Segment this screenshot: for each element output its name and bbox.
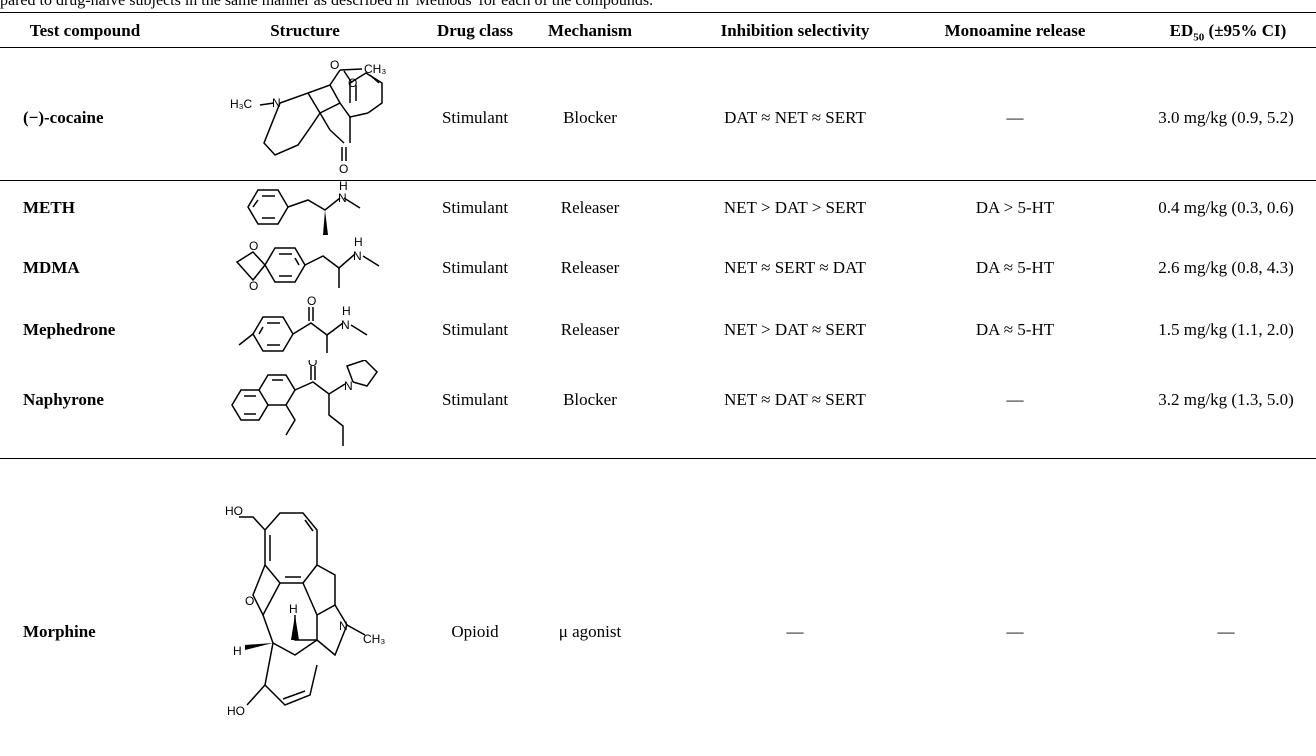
drug-class: Stimulant — [441, 198, 509, 217]
amine-n-label: N — [344, 379, 353, 393]
monoamine-release: — — [1006, 108, 1024, 127]
table-top-rule — [0, 12, 1316, 13]
ed50-value: 0.4 mg/kg (0.3, 0.6) — [1158, 198, 1294, 217]
compound-name: METH — [23, 198, 75, 217]
compound-name: Naphyrone — [23, 390, 104, 409]
mechanism: Blocker — [563, 390, 617, 409]
row-rule — [0, 180, 1316, 181]
header-structure: Structure — [270, 21, 340, 40]
mdma-o-label: O — [249, 239, 258, 253]
mephedrone-structure: O N H — [238, 295, 368, 353]
header-mechanism: Mechanism — [547, 21, 633, 40]
mechanism: Releaser — [560, 258, 620, 277]
ed50-value: 1.5 mg/kg (1.1, 2.0) — [1158, 320, 1294, 339]
mechanism: Releaser — [560, 198, 620, 217]
monoamine-release: DA ≈ 5-HT — [975, 258, 1055, 277]
compound-name: Morphine — [23, 622, 96, 641]
meth-structure: N H — [247, 180, 361, 235]
cocaine-ch3-label: CH₃ — [364, 62, 386, 76]
cocaine-structure: N H₃C O O O CH₃ — [230, 58, 386, 175]
cocaine-o-label: O — [348, 76, 357, 90]
morph-o-label: O — [245, 594, 254, 608]
header-test-compound: Test compound — [29, 21, 141, 40]
drug-class: Stimulant — [441, 108, 509, 127]
mdma-structure: O O N H — [235, 235, 380, 293]
monoamine-release: DA > 5-HT — [975, 198, 1055, 217]
amine-h-label: H — [339, 180, 348, 193]
drug-class: Opioid — [451, 622, 499, 641]
ed50-value: 2.6 mg/kg (0.8, 4.3) — [1158, 258, 1294, 277]
compound-name: (−)-cocaine — [23, 108, 104, 127]
caption-fragment: pared to drug-naïve subjects in the same… — [0, 0, 654, 9]
keto-o-label: O — [308, 360, 317, 369]
keto-o-label: O — [307, 295, 316, 308]
inhibition-selectivity: NET > DAT > SERT — [723, 198, 867, 217]
header-rule — [0, 47, 1316, 48]
compound-name: MDMA — [23, 258, 80, 277]
morphine-structure: HO O H H N CH₃ HO — [225, 504, 385, 718]
morph-h-label: H — [289, 602, 298, 616]
drug-class: Stimulant — [441, 258, 509, 277]
morph-ch3-label: CH₃ — [363, 632, 385, 646]
header-inhibition-selectivity: Inhibition selectivity — [720, 21, 870, 40]
mdma-o-label: O — [249, 279, 258, 293]
inhibition-selectivity: NET ≈ SERT ≈ DAT — [724, 258, 866, 277]
amine-h-label: H — [354, 235, 363, 249]
ed50-value: — — [1217, 622, 1235, 641]
inhibition-selectivity: DAT ≈ NET ≈ SERT — [724, 108, 866, 127]
mechanism: Releaser — [560, 320, 620, 339]
naphyrone-structure: O N — [231, 360, 378, 446]
compound-name: Mephedrone — [23, 320, 116, 339]
amine-n-label: N — [338, 191, 347, 205]
amine-n-label: N — [353, 249, 362, 263]
inhibition-selectivity: NET ≈ DAT ≈ SERT — [724, 390, 866, 409]
monoamine-release: — — [1006, 390, 1024, 409]
inhibition-selectivity: — — [786, 622, 804, 641]
header-drug-class: Drug class — [436, 21, 514, 40]
morph-ho-label: HO — [225, 504, 243, 518]
mechanism: μ agonist — [558, 622, 622, 641]
morph-ho-label: HO — [227, 704, 245, 718]
ed50-value: 3.0 mg/kg (0.9, 5.2) — [1158, 108, 1294, 127]
amine-n-label: N — [341, 318, 350, 332]
row-rule — [0, 458, 1316, 459]
mechanism: Blocker — [563, 108, 617, 127]
cocaine-o-label: O — [330, 58, 339, 72]
inhibition-selectivity: NET > DAT ≈ SERT — [724, 320, 866, 339]
morph-h-label: H — [233, 644, 242, 658]
header-monoamine-release: Monoamine release — [944, 21, 1086, 40]
header-ed50: ED50 (±95% CI) — [1169, 21, 1287, 44]
ed50-value: 3.2 mg/kg (1.3, 5.0) — [1158, 390, 1294, 409]
cocaine-n-label: N — [272, 96, 281, 110]
monoamine-release: — — [1006, 622, 1024, 641]
cocaine-h3c-label: H₃C — [230, 97, 253, 111]
morph-n-label: N — [339, 619, 348, 633]
cocaine-o-label: O — [339, 162, 348, 175]
monoamine-release: DA ≈ 5-HT — [975, 320, 1055, 339]
amine-h-label: H — [342, 304, 351, 318]
drug-class: Stimulant — [441, 320, 509, 339]
drug-class: Stimulant — [441, 390, 509, 409]
